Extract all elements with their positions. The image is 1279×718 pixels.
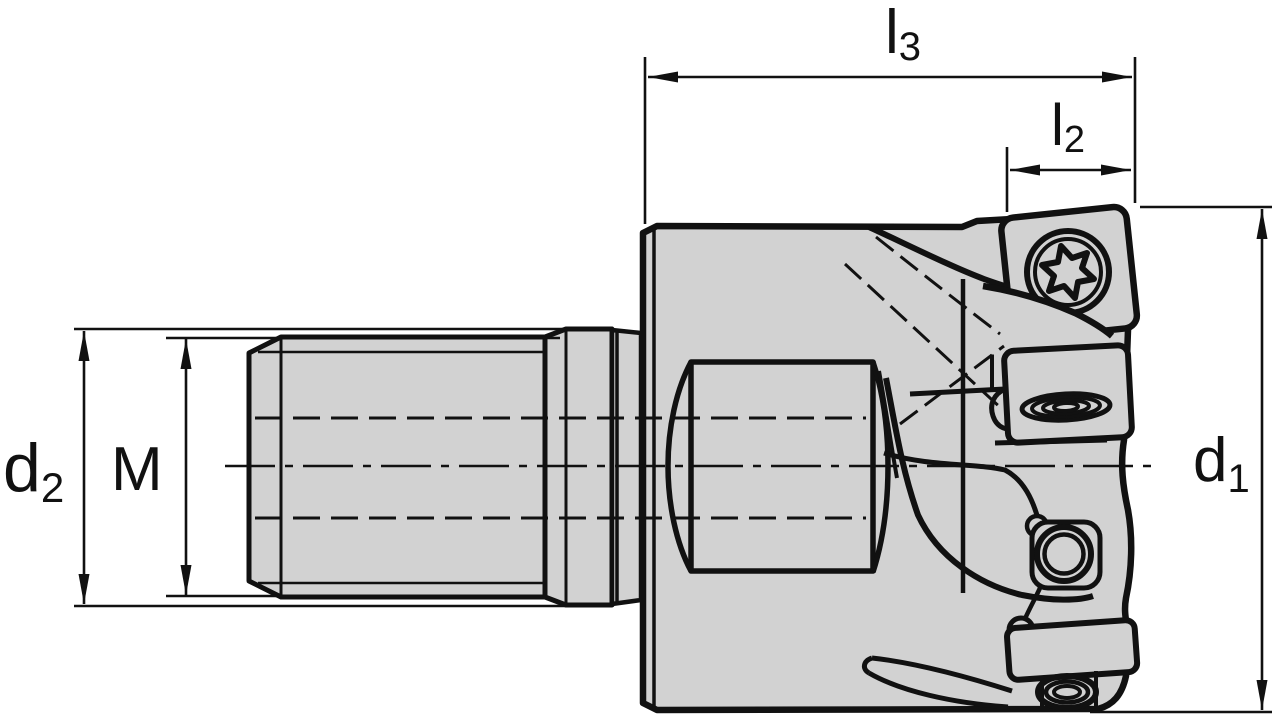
bottom-scallop-tip bbox=[862, 655, 873, 676]
arrow-d2-bottom bbox=[78, 574, 90, 604]
dim-label-m: M bbox=[111, 435, 163, 504]
dimension-labels: l3 l2 d2 M d1 bbox=[3, 0, 1250, 511]
bottom-insert-body bbox=[1004, 617, 1141, 683]
dim-label-d1: d1 bbox=[1193, 426, 1250, 501]
bottom-screw-outer bbox=[1035, 673, 1099, 711]
arrow-l3-left bbox=[648, 71, 678, 83]
gash-curve bbox=[867, 224, 1010, 290]
dim-label-l2: l2 bbox=[1051, 93, 1085, 161]
dimensions bbox=[74, 57, 1272, 714]
bottom-screw-inner bbox=[1052, 684, 1082, 700]
dim-label-d2: d2 bbox=[3, 430, 64, 511]
pocket-wall-curve bbox=[982, 282, 1115, 339]
seat-line bbox=[909, 386, 1006, 397]
screw-ellipse-4 bbox=[1052, 400, 1080, 414]
indexable-inserts bbox=[982, 203, 1141, 711]
centerlines bbox=[225, 416, 1158, 520]
arrow-l3-right bbox=[1102, 71, 1132, 83]
screw-ellipse-3 bbox=[1041, 398, 1091, 416]
boss-left-arc bbox=[665, 360, 694, 573]
flute-upper-curve bbox=[883, 450, 1042, 523]
bottom-scallop-upper bbox=[871, 655, 1013, 694]
hidden-edges bbox=[843, 235, 1005, 426]
hidden-gash-curve bbox=[875, 235, 1001, 336]
torx-screw-ring bbox=[1033, 237, 1103, 307]
screw-ellipse-1 bbox=[1019, 391, 1113, 423]
arrow-d2-top bbox=[78, 331, 90, 361]
arrow-l2-right bbox=[1101, 164, 1131, 176]
clamp-screw-inner bbox=[1042, 532, 1086, 576]
arrow-m-bottom bbox=[180, 565, 192, 595]
hidden-diagonal-1 bbox=[843, 262, 1005, 412]
torx-star-icon bbox=[1039, 243, 1097, 301]
bottom-scallop-lower bbox=[867, 670, 1009, 710]
arrow-d1-top bbox=[1256, 209, 1268, 239]
flute-curves bbox=[862, 370, 1094, 710]
screw-ellipse-2 bbox=[1030, 395, 1102, 419]
side-insert-seat-line bbox=[994, 437, 1108, 446]
bottom-insert bbox=[1004, 617, 1141, 683]
pocket-wall-fill bbox=[983, 286, 1114, 362]
dim-label-l3: l3 bbox=[885, 0, 921, 69]
hidden-diagonal-2 bbox=[899, 344, 1005, 426]
bottom-screw-mid bbox=[1043, 679, 1091, 705]
arrow-d1-bottom bbox=[1256, 680, 1268, 710]
clamp-screw-outer bbox=[1034, 524, 1094, 584]
arrow-m-top bbox=[180, 339, 192, 369]
flute-main-curve bbox=[883, 377, 1094, 603]
arrow-l2-left bbox=[1010, 164, 1040, 176]
side-insert-screw bbox=[1019, 391, 1113, 423]
flute-inner-curve bbox=[877, 370, 899, 479]
